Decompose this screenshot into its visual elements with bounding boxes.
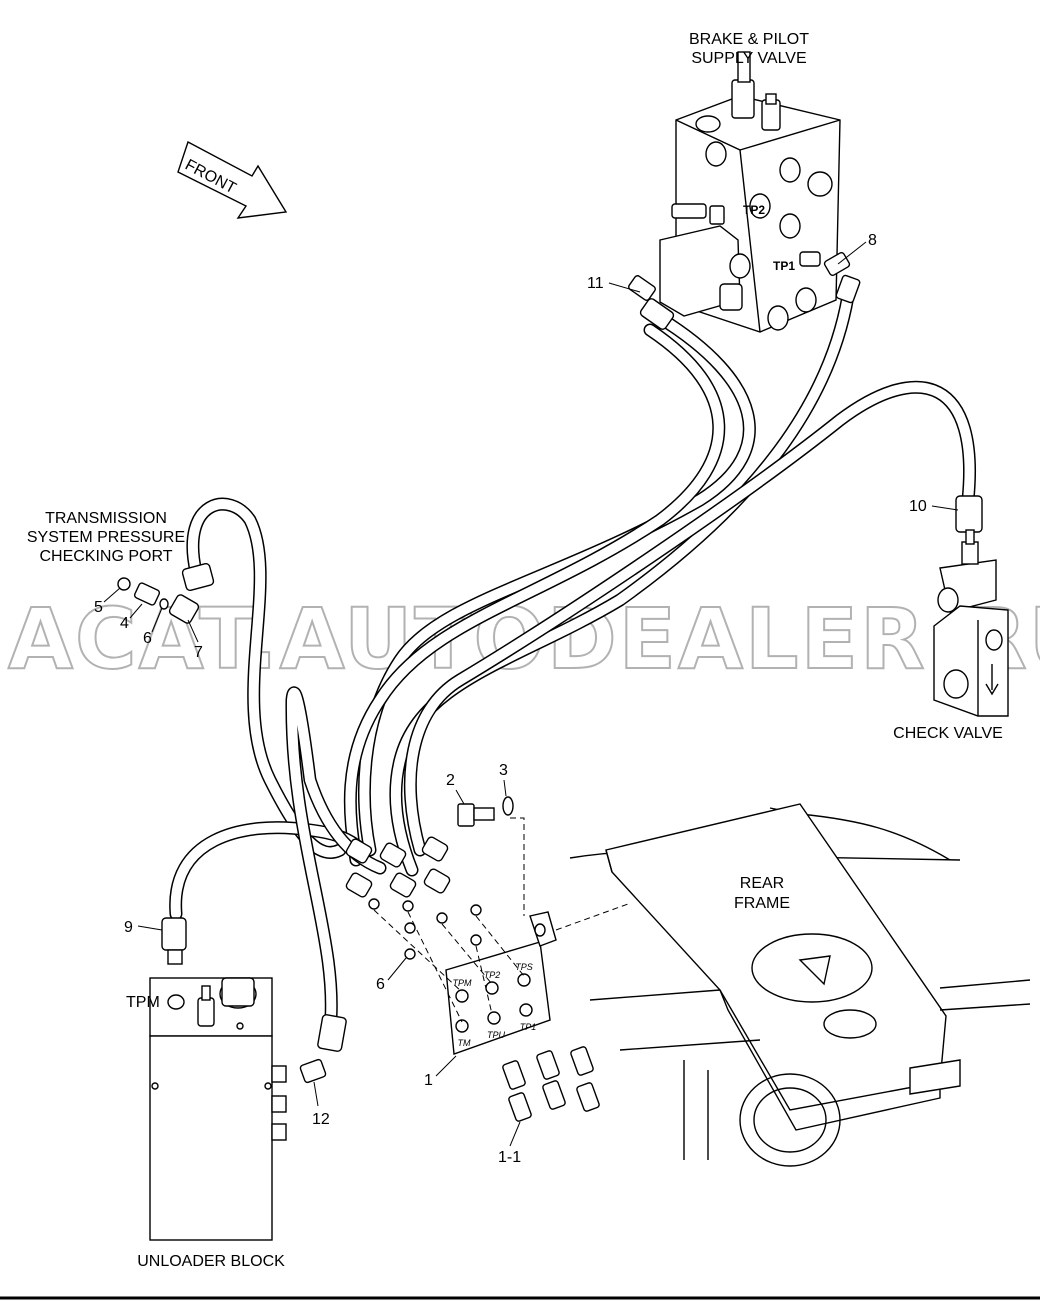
bracket-port-tpm: TPM xyxy=(453,978,473,988)
trans-label-3: CHECKING PORT xyxy=(39,548,172,565)
brake-valve-label-2: SUPPLY VALVE xyxy=(691,50,806,67)
trans-label-2: SYSTEM PRESSURE xyxy=(27,529,185,546)
callouts: 11 8 10 5 4 6 7 2 3 9 6 1 12 1-1 xyxy=(94,232,959,1166)
brake-valve-label-1: BRAKE & PILOT xyxy=(689,31,809,48)
bracket-port-tm: TM xyxy=(458,1038,471,1048)
trans-label-1: TRANSMISSION xyxy=(45,510,167,527)
check-valve xyxy=(933,529,1009,717)
test-port-bracket: TPM TP2 TPS TM TPU TP1 xyxy=(445,911,557,1055)
hoses xyxy=(169,289,976,1037)
front-arrow: FRONT xyxy=(177,140,288,219)
callout-6a: 6 xyxy=(143,630,152,647)
callout-7: 7 xyxy=(194,644,203,661)
bracket-fittings xyxy=(345,836,525,1023)
bracket-port-tp2: TP2 xyxy=(484,970,501,980)
callout-6b: 6 xyxy=(376,976,385,993)
callout-3: 3 xyxy=(499,762,508,779)
rear-frame xyxy=(555,803,1031,1167)
valve-port-tp2: TP2 xyxy=(743,203,765,217)
callout-1-1: 1-1 xyxy=(498,1149,521,1166)
bolt-and-washer xyxy=(457,796,525,916)
check-valve-label: CHECK VALVE xyxy=(893,725,1003,742)
unloader-block xyxy=(149,917,347,1241)
callout-9: 9 xyxy=(124,919,133,936)
callout-10: 10 xyxy=(909,498,927,515)
rear-frame-label-1: REAR xyxy=(740,875,784,892)
brake-pilot-supply-valve: TP2 TP1 xyxy=(659,51,841,333)
callout-11: 11 xyxy=(587,275,604,292)
bracket-port-tps: TPS xyxy=(515,962,533,972)
unloader-block-label: UNLOADER BLOCK xyxy=(137,1253,285,1270)
valve-fittings xyxy=(628,251,983,533)
quick-couplers xyxy=(502,1046,600,1122)
callout-8: 8 xyxy=(868,232,877,249)
checking-port-fittings xyxy=(117,562,215,624)
rear-frame-label-2: FRAME xyxy=(734,895,790,912)
callout-12: 12 xyxy=(312,1111,330,1128)
callout-4: 4 xyxy=(120,615,129,632)
valve-port-tp1: TP1 xyxy=(773,259,795,273)
callout-1: 1 xyxy=(424,1072,433,1089)
callout-2: 2 xyxy=(446,772,455,789)
bracket-port-tpu: TPU xyxy=(487,1030,506,1040)
tpm-port-label: TPM xyxy=(126,994,160,1011)
bracket-port-tp1: TP1 xyxy=(520,1022,537,1032)
callout-5: 5 xyxy=(94,599,103,616)
